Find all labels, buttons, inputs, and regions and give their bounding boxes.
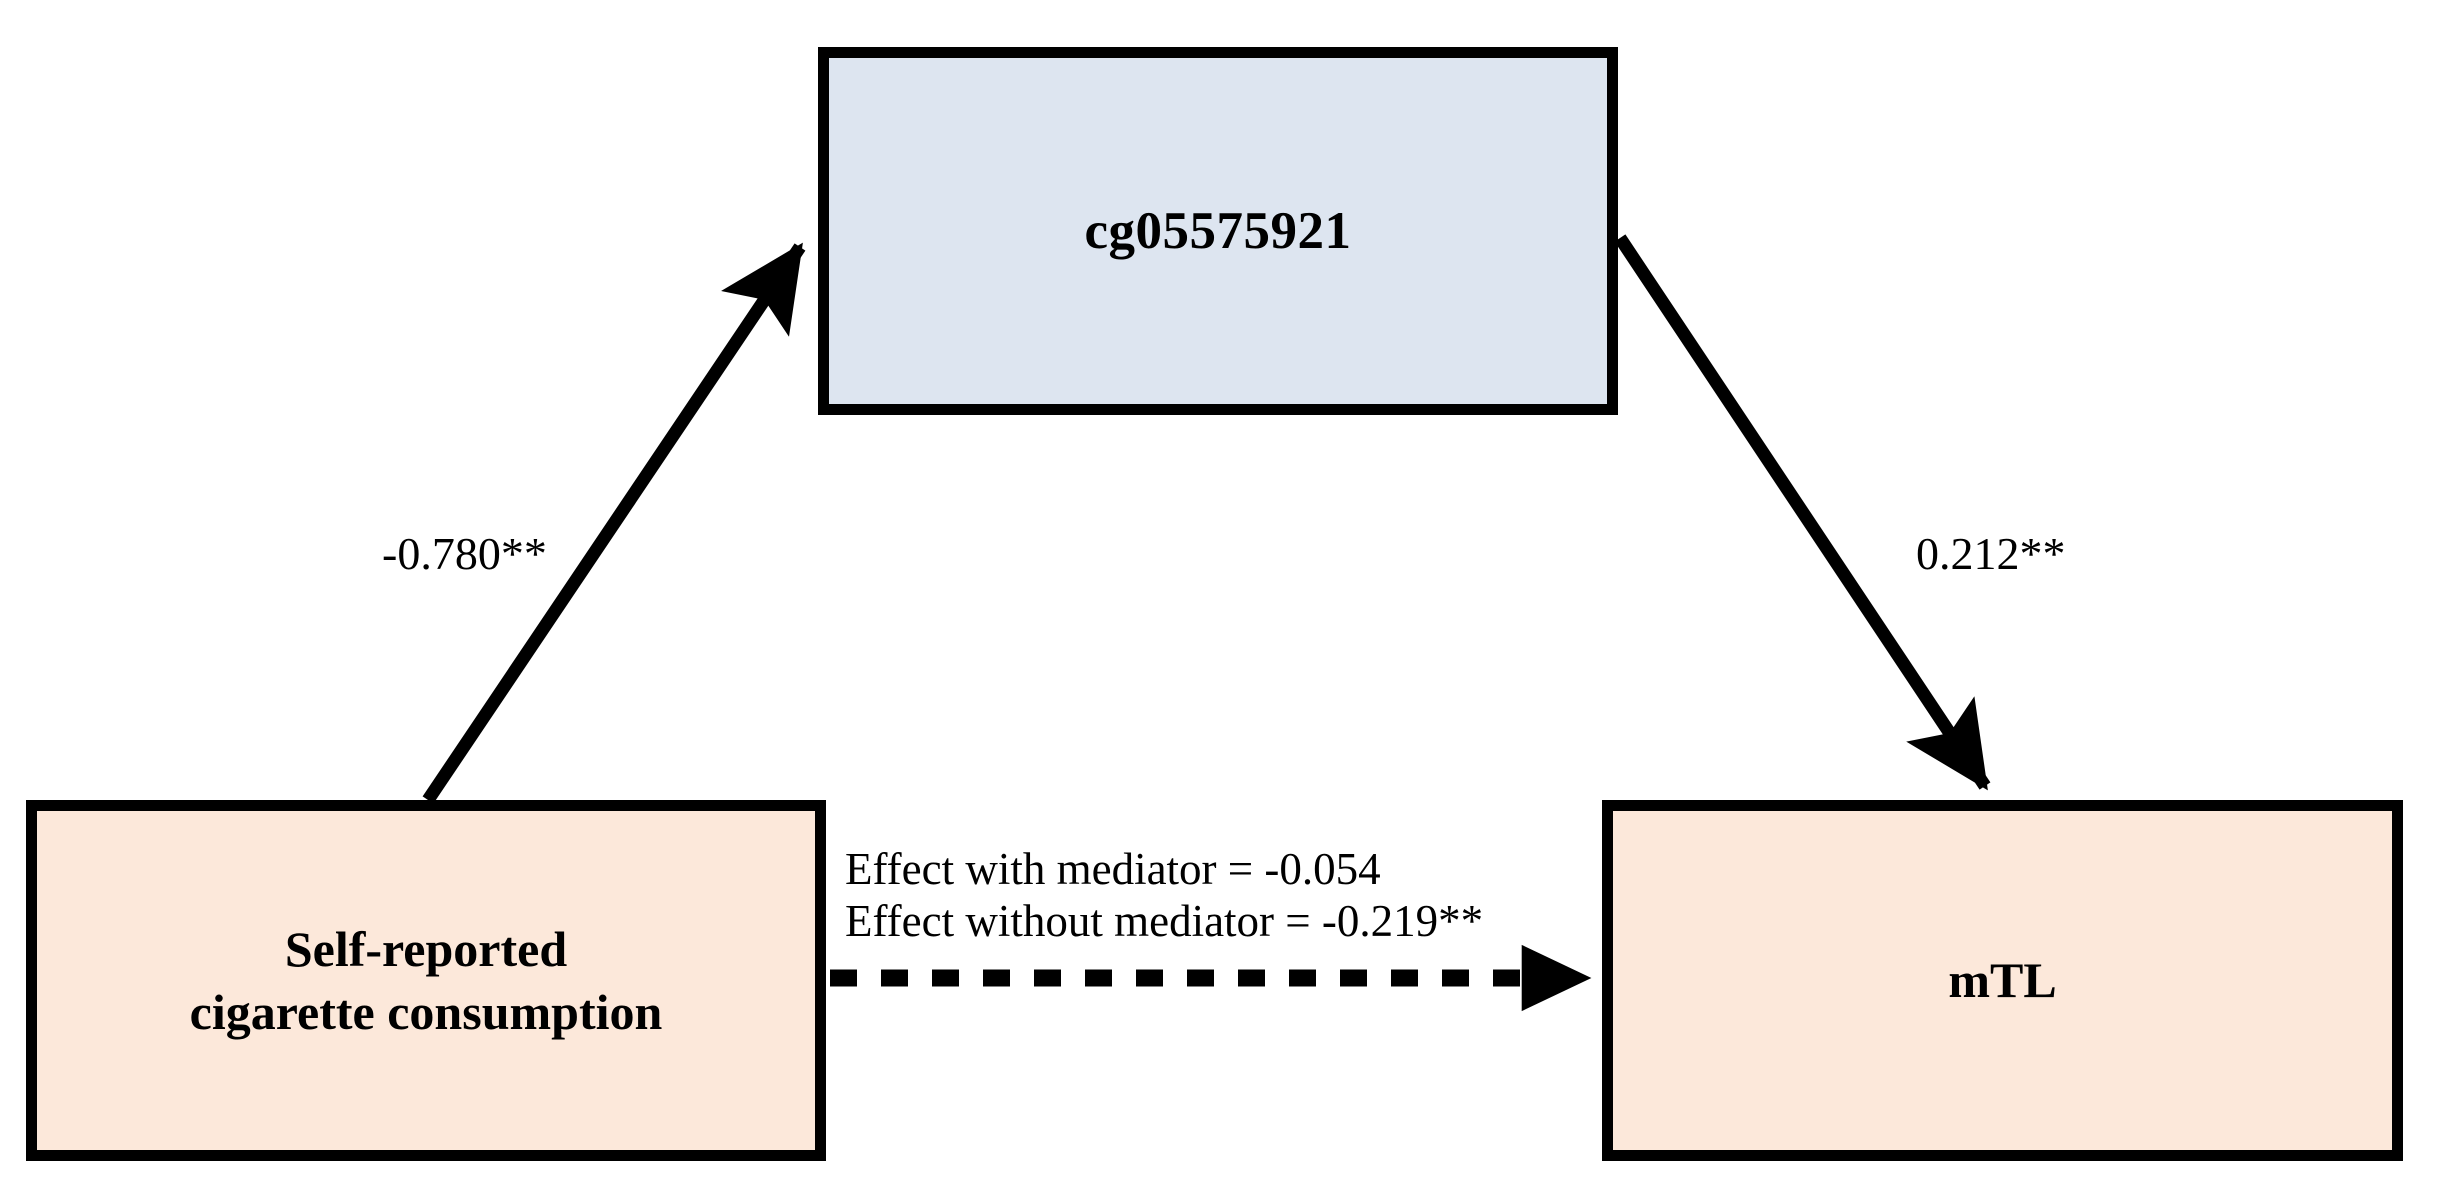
node-outcome-mtl[interactable]: mTL [1602, 800, 2403, 1161]
edge-a-path [422, 242, 806, 804]
edge-label-a-path-coefficient: -0.780** [382, 528, 547, 579]
node-predictor-self-reported-cigarette-consumption[interactable]: Self-reported cigarette consumption [26, 800, 826, 1161]
node-predictor-label: Self-reported cigarette consumption [189, 921, 663, 1040]
direct-effect-annotations: Effect with mediator = -0.054 Effect wit… [845, 843, 1483, 947]
effect-without-mediator-text: Effect without mediator = -0.219** [845, 896, 1484, 947]
node-mediator-label: cg05575921 [1084, 201, 1352, 260]
edge-label-b-path-coefficient: 0.212** [1916, 528, 2066, 579]
effect-with-mediator-text: Effect with mediator = -0.054 [845, 844, 1381, 894]
node-outcome-label: mTL [1948, 952, 2057, 1009]
node-mediator-cg05575921[interactable]: cg05575921 [818, 47, 1618, 415]
edge-b-path [1614, 234, 1991, 791]
